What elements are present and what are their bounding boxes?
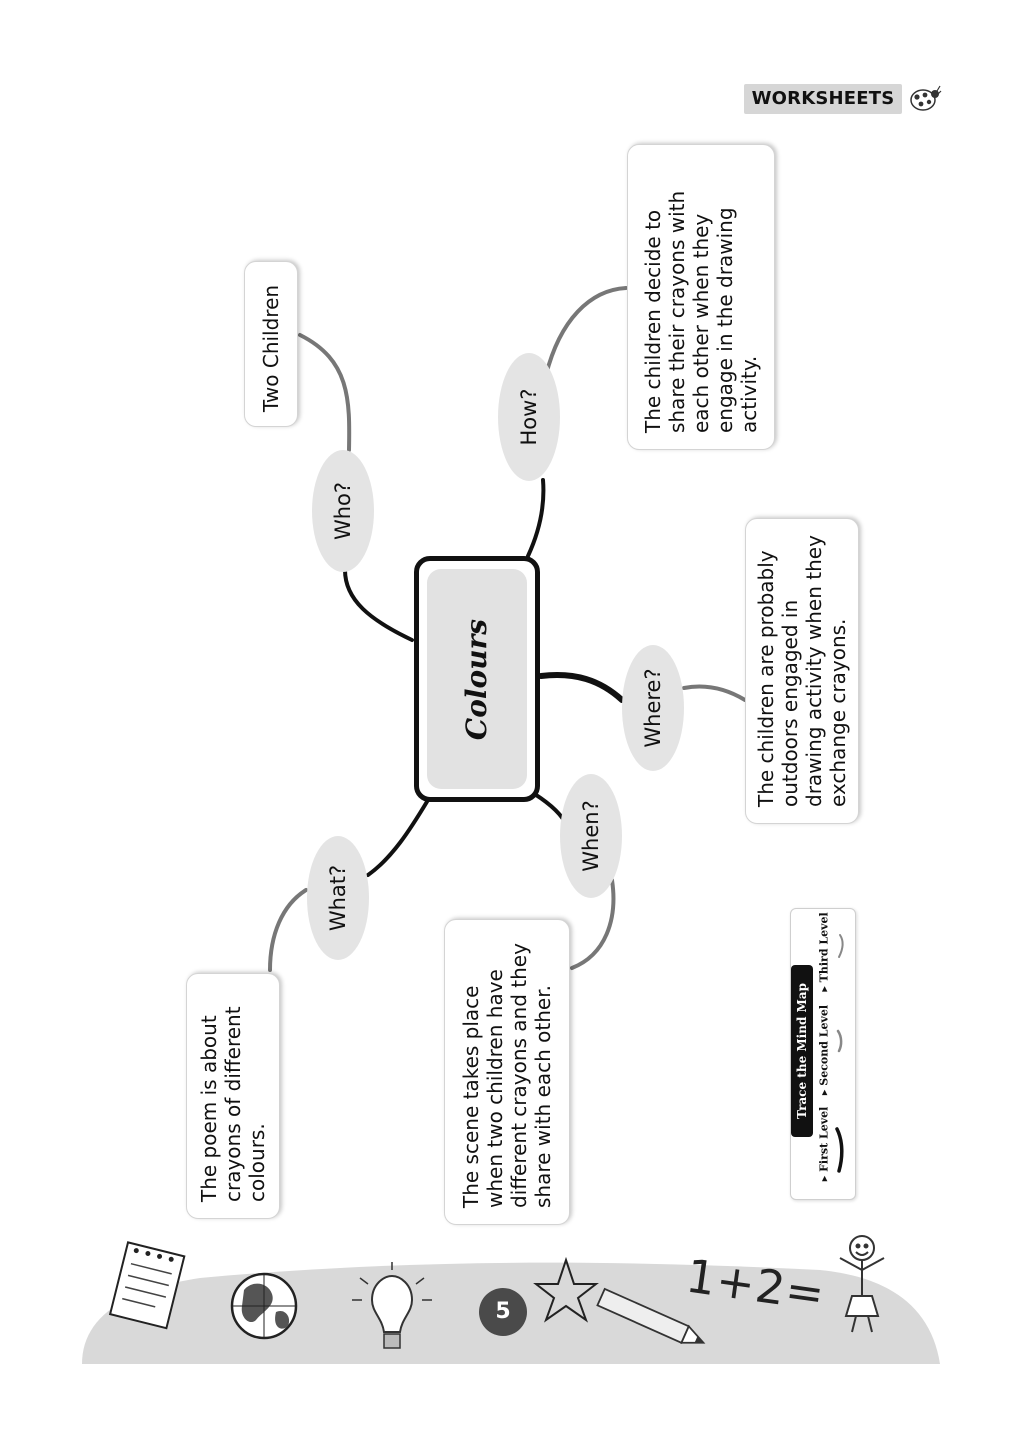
trace-title: Trace the Mind Map [791, 965, 813, 1137]
stick-figure-icon [839, 1235, 885, 1333]
answer-what: The poem is about crayons of different c… [186, 973, 280, 1219]
question-where: Where? [622, 645, 684, 771]
question-when: When? [560, 774, 622, 898]
connector-how [526, 478, 546, 558]
worksheets-badge: WORKSHEETS [744, 84, 902, 114]
question-who: Who? [312, 450, 374, 572]
page-number: 5 [479, 1288, 527, 1336]
answer-how: The children decide to share their crayo… [627, 144, 775, 450]
trace-level-arcs [835, 934, 844, 1173]
trace-level-first: ▸ First Level [817, 1106, 831, 1182]
question-how: How? [498, 353, 560, 481]
centre-title: Colours [460, 618, 494, 740]
answer-where: The children are probably outdoors engag… [745, 518, 859, 824]
pencil-icon [596, 1287, 706, 1344]
lightbulb-icon [352, 1262, 432, 1349]
question-what: What? [307, 836, 369, 960]
centre-node: Colours [414, 556, 540, 802]
connector-who-answer [298, 333, 352, 452]
answer-who: Two Children [244, 261, 298, 427]
connector-how-answer [544, 286, 628, 377]
connector-what-answer [268, 888, 308, 972]
trace-level-third: ▸ Third Level [817, 912, 831, 992]
connector-where [538, 672, 625, 703]
connector-what [366, 798, 430, 877]
ladybug-icon [910, 85, 942, 111]
connector-when-answer [570, 878, 616, 970]
trace-level-second: ▸ Second Level [817, 1004, 831, 1096]
connector-where-answer [682, 684, 747, 702]
globe-icon [230, 1272, 298, 1340]
connector-who [343, 568, 414, 642]
star-icon [533, 1256, 599, 1323]
answer-when: The scene takes place when two children … [444, 919, 570, 1225]
notepad-icon [108, 1241, 186, 1330]
